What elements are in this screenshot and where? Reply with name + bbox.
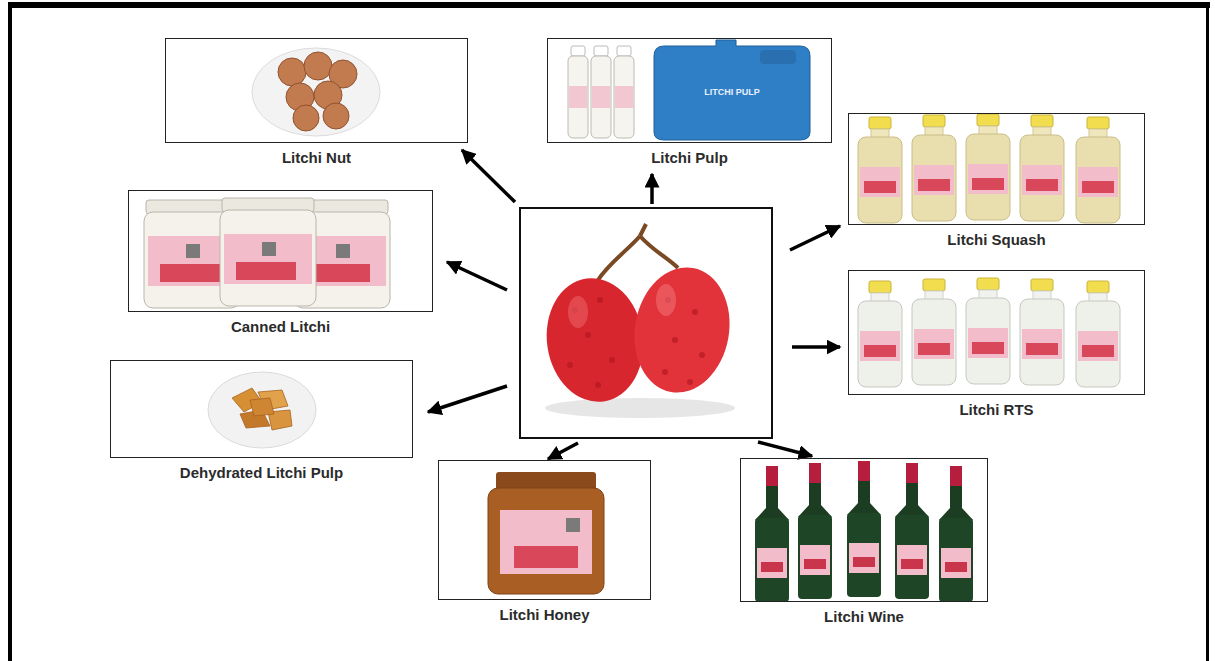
- product-caption: Litchi Honey: [499, 606, 589, 624]
- product-caption: Canned Litchi: [231, 318, 330, 336]
- product-caption: Litchi Wine: [824, 608, 904, 626]
- product-box: Litchi Wine: [740, 458, 988, 602]
- product-box: Litchi RTS: [848, 270, 1145, 395]
- product-caption: Dehydrated Litchi Pulp: [180, 464, 343, 482]
- product-box: Litchi Squash: [848, 113, 1145, 225]
- product-caption: Litchi Squash: [947, 231, 1045, 249]
- product-caption: Litchi Nut: [282, 149, 351, 167]
- product-caption: Litchi Pulp: [651, 149, 728, 167]
- product-box: Litchi Pulp: [547, 38, 832, 143]
- product-box: Canned Litchi: [128, 190, 433, 312]
- product-caption: Litchi RTS: [959, 401, 1033, 419]
- container-label: LITCHI PULP: [704, 87, 760, 98]
- product-box: Litchi Honey: [438, 460, 651, 600]
- product-box: Litchi Nut: [165, 38, 468, 143]
- product-box: Dehydrated Litchi Pulp: [110, 360, 413, 458]
